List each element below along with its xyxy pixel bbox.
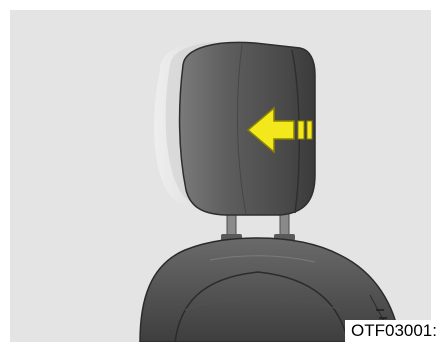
- illustration-panel: [10, 10, 431, 342]
- figure-code: OTF03001:: [345, 320, 437, 342]
- seat-illustration: [10, 10, 431, 342]
